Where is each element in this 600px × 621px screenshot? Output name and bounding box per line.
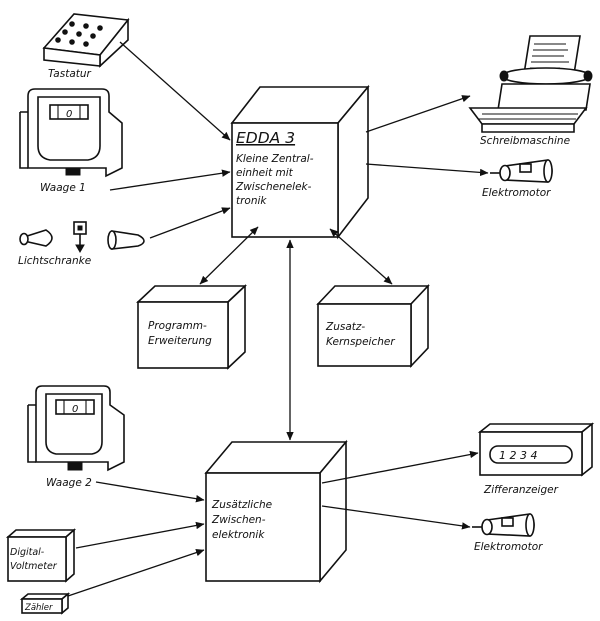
arrow-scale2-to-secondary xyxy=(95,481,205,503)
motor-1-device xyxy=(490,159,553,183)
arrow-secondary-to-digit-display xyxy=(321,450,479,484)
scale-1-device: 0 xyxy=(19,88,123,178)
keyboard-device xyxy=(42,13,130,68)
central-unit-title: EDDA 3 xyxy=(236,129,295,147)
arrow-central-program-extension xyxy=(199,226,259,285)
core-memory-line-1: Zusatz- xyxy=(325,321,365,333)
central-unit-line-3: Zwischenelek- xyxy=(235,181,312,193)
counter-device xyxy=(19,592,71,615)
secondary-unit-line-2: Zwischen- xyxy=(211,514,266,526)
arrow-counter-to-secondary xyxy=(67,549,205,597)
keyboard-label: Tastatur xyxy=(48,68,92,80)
central-unit-line-2: einheit mit xyxy=(236,167,294,179)
keyboard-keys-icon xyxy=(55,21,103,47)
typewriter-device xyxy=(468,35,593,133)
arrow-secondary-to-motor2 xyxy=(321,505,471,530)
arrow-keyboard-to-central xyxy=(119,41,231,141)
secondary-unit-line-1: Zusätzliche xyxy=(211,499,272,511)
typewriter-label: Schreibmaschine xyxy=(480,135,570,147)
motor-1-label: Elektromotor xyxy=(482,187,551,199)
arrow-central-to-motor1 xyxy=(365,163,489,177)
arrow-scale1-to-central xyxy=(109,169,231,191)
scale-2-display: 0 xyxy=(72,404,78,415)
central-unit-line-4: tronik xyxy=(236,195,267,207)
core-memory-line-2: Kernspeicher xyxy=(326,336,395,348)
central-unit-line-1: Kleine Zentral- xyxy=(236,153,314,165)
scale-2-device: 0 xyxy=(27,385,125,472)
program-extension-box xyxy=(135,284,248,370)
counter-label: Zähler xyxy=(24,603,53,613)
digit-display-readout: 1 2 3 4 xyxy=(499,449,537,462)
central-unit-cube xyxy=(230,84,370,240)
light-barrier-device xyxy=(19,221,145,254)
program-extension-line-2: Erweiterung xyxy=(148,335,212,347)
voltmeter-device xyxy=(5,528,77,583)
digit-display-device xyxy=(477,422,595,477)
scale-2-label: Waage 2 xyxy=(46,477,92,489)
light-barrier-label: Lichtschranke xyxy=(18,255,91,267)
arrow-central-to-typewriter xyxy=(365,95,471,133)
scale-1-display: 0 xyxy=(66,109,72,120)
motor-2-label: Elektromotor xyxy=(474,541,543,553)
arrow-lightbarrier-to-central xyxy=(149,207,231,239)
secondary-unit-line-3: elektronik xyxy=(212,529,265,541)
voltmeter-label-line-2: Voltmeter xyxy=(10,561,58,572)
voltmeter-label-line-1: Digital- xyxy=(10,547,45,558)
connection-arrows xyxy=(67,41,489,597)
arrow-voltmeter-to-secondary xyxy=(75,521,205,549)
scale-1-label: Waage 1 xyxy=(40,182,86,194)
core-memory-box xyxy=(316,283,430,369)
digit-display-label: Zifferanzeiger xyxy=(483,484,559,496)
arrow-central-core-memory xyxy=(329,228,393,285)
secondary-unit-cube xyxy=(204,439,348,584)
motor-2-device xyxy=(472,513,535,537)
program-extension-line-1: Programm- xyxy=(148,320,207,332)
